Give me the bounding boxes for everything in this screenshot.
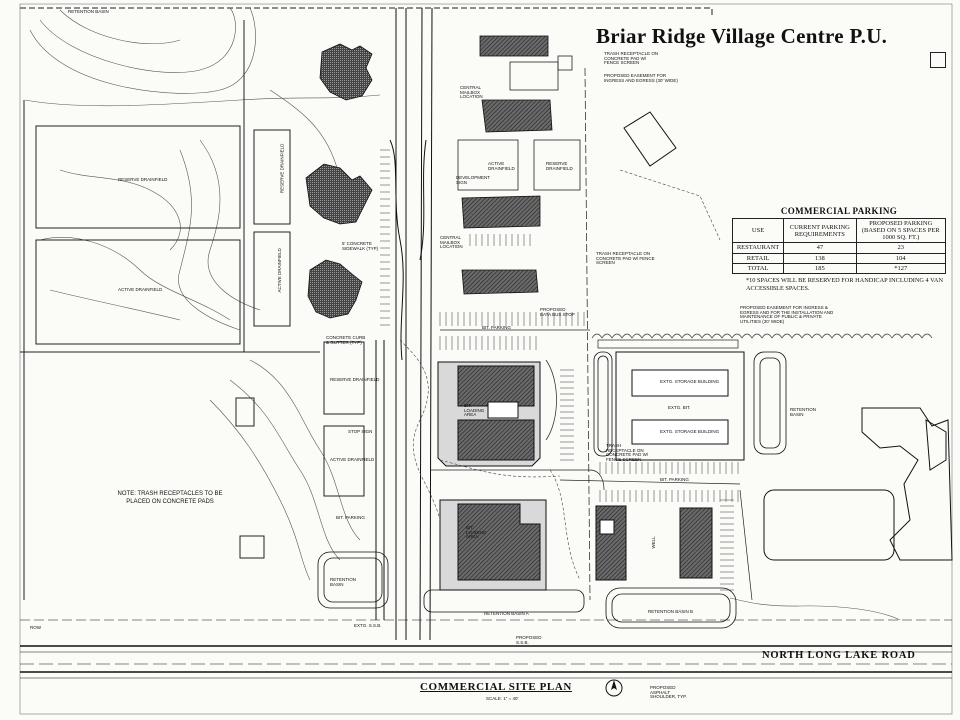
commercial-building-c: [595, 505, 713, 581]
reserve-drainfield-right: [323, 341, 365, 415]
label-bit-parking: BIT. PARKING: [482, 325, 511, 330]
reserve-drainfield-small: [253, 129, 291, 225]
storage-building-2: [631, 419, 729, 445]
label-trash-receptacle: TRASH RECEPTACLE ON CONCRETE PAD W/ FENC…: [604, 51, 659, 66]
commercial-parking-table: COMMERCIAL PARKING USE CURRENT PARKING R…: [731, 206, 947, 293]
row-proposed: *127: [855, 262, 947, 274]
retention-basins: [317, 351, 787, 629]
row-proposed: 23: [855, 242, 947, 254]
row-proposed: 104: [855, 252, 947, 264]
trash-note: NOTE: TRASH RECEPTACLES TO BE PLACED ON …: [117, 491, 223, 506]
title-box: [930, 52, 946, 68]
label-active-drainfield-mid: ACTIVE DRAINFIELD: [488, 161, 515, 171]
active-drainfield-right: [323, 425, 365, 497]
label-development-sign: DEVELOPMENT SIGN: [456, 175, 490, 185]
label-stop-sign: STOP SIGN: [348, 429, 373, 434]
label-reserve-drainfield-mid: RESERVE DRAINFIELD: [546, 161, 573, 171]
label-active-drainfield-right: ACTIVE DRAINFIELD: [330, 457, 375, 462]
existing-buildings: [623, 111, 953, 561]
commercial-building-b: [439, 499, 547, 591]
reserve-drainfield-area: [35, 125, 241, 229]
label-trash-receptacle-3: TRASH RECEPTACLE ON CONCRETE PAD W/ FENC…: [606, 443, 649, 463]
label-storage-building-2: EXTG. STORAGE BUILDING: [660, 429, 720, 434]
parking-table: USE CURRENT PARKING REQUIREMENTS PROPOSE…: [731, 217, 947, 274]
label-reserve-drainfield-small: RESERVE DRAINFIELD: [279, 143, 285, 194]
active-drainfield-area: [35, 239, 241, 345]
label-retention-basin-top: RETENTION BASIN: [68, 9, 109, 14]
row-current: 138: [783, 252, 857, 264]
label-central-mailbox: CENTRAL MAILBOX LOCATION: [460, 85, 483, 100]
label-bit-parking-left: BIT. PARKING: [336, 515, 365, 520]
label-reserve-drainfield: RESERVE DRAINFIELD: [118, 177, 168, 182]
label-bit-parking-right: BIT. PARKING: [660, 477, 689, 482]
label-retention-basin-a: RETENTION BASIN A: [484, 611, 529, 616]
label-row: ROW: [30, 625, 41, 630]
label-central-mailbox-2: CENTRAL MAILBOX LOCATION: [440, 235, 463, 250]
col-current: CURRENT PARKING REQUIREMENTS: [783, 217, 857, 244]
label-bit-loading-b: BIT. LOADING AREA: [466, 525, 487, 540]
active-drainfield-small: [253, 231, 291, 327]
north-long-lake-road: [20, 619, 952, 679]
parking-table-heading: COMMERCIAL PARKING: [780, 206, 898, 216]
sheet-border: [19, 3, 953, 715]
label-active-drainfield: ACTIVE DRAINFIELD: [118, 287, 163, 292]
north-arrow-icon: [605, 679, 623, 697]
contour-lines: [24, 7, 901, 621]
label-bit-loading: BIT. LOADING AREA: [464, 403, 485, 418]
label-easement-b: PROPOSED EASEMENT FOR INGRESS & EGRESS A…: [740, 305, 834, 325]
label-retention-basin-right: RETENTION BASIN: [790, 407, 817, 417]
parking-table-header: USE CURRENT PARKING REQUIREMENTS PROPOSE…: [731, 217, 947, 244]
label-retention-basin-b: RETENTION BASIN B: [648, 609, 694, 614]
residential-buildings: [305, 43, 373, 319]
row-current: 185: [783, 262, 857, 274]
col-use: USE: [731, 217, 785, 244]
plan-title: COMMERCIAL SITE PLAN: [420, 681, 572, 693]
label-concrete-sidewalk: 5' CONCRETE SIDEWALK (TYP): [342, 241, 379, 251]
table-row: TOTAL 185 *127: [731, 262, 947, 274]
label-storage-building-1: EXTG. STORAGE BUILDING: [660, 379, 720, 384]
label-active-drainfield-small: ACTIVE DRAINFIELD: [276, 248, 282, 293]
row-use: RETAIL: [731, 252, 785, 264]
label-extg-bit: EXTG. BIT.: [668, 405, 691, 410]
table-row: RESTAURANT 47 23: [731, 242, 947, 254]
label-proposed-ssb: PROPOSED S.S.B.: [516, 635, 542, 645]
label-easement: PROPOSED EASEMENT FOR INGRESS AND EGRESS…: [604, 73, 678, 83]
plan-scale: SCALE: 1" = 40': [486, 696, 519, 701]
commercial-building-a: [437, 361, 541, 467]
label-retention-basin-left: RETENTION BASIN: [330, 577, 357, 587]
project-title: Briar Ridge Village Centre P.U.: [596, 24, 888, 48]
label-extg-ssb: EXTG. S.S.B.: [354, 623, 382, 628]
label-concrete-curb: CONCRETE CURB & GUTTER (TYP): [326, 335, 366, 345]
label-proposed-shoulder: PROPOSED ASPHALT SHOULDER, TYP.: [650, 685, 687, 700]
label-trash-receptacle-2: TRASH RECEPTACLE ON CONCRETE PAD W/ FENC…: [596, 251, 655, 266]
tree-line: [591, 333, 933, 339]
parking-stalls: [380, 149, 739, 591]
label-well: WELL: [650, 536, 656, 549]
parking-note: *10 SPACES WILL BE RESERVED FOR HANDICAP…: [746, 276, 943, 292]
road-name: NORTH LONG LAKE ROAD: [762, 650, 916, 661]
table-row: RETAIL 138 104: [731, 252, 947, 264]
row-current: 47: [783, 242, 857, 254]
label-reserve-drainfield-right: RESERVE DRAINFIELD: [330, 377, 380, 382]
label-proposed-bata: PROPOSED BATA BUS STOP: [540, 307, 575, 317]
storage-building-1: [631, 369, 729, 397]
col-proposed: PROPOSED PARKING (BASED ON 5 SPACES PER …: [855, 217, 947, 244]
row-use: TOTAL: [731, 262, 785, 274]
row-use: RESTAURANT: [731, 242, 785, 254]
